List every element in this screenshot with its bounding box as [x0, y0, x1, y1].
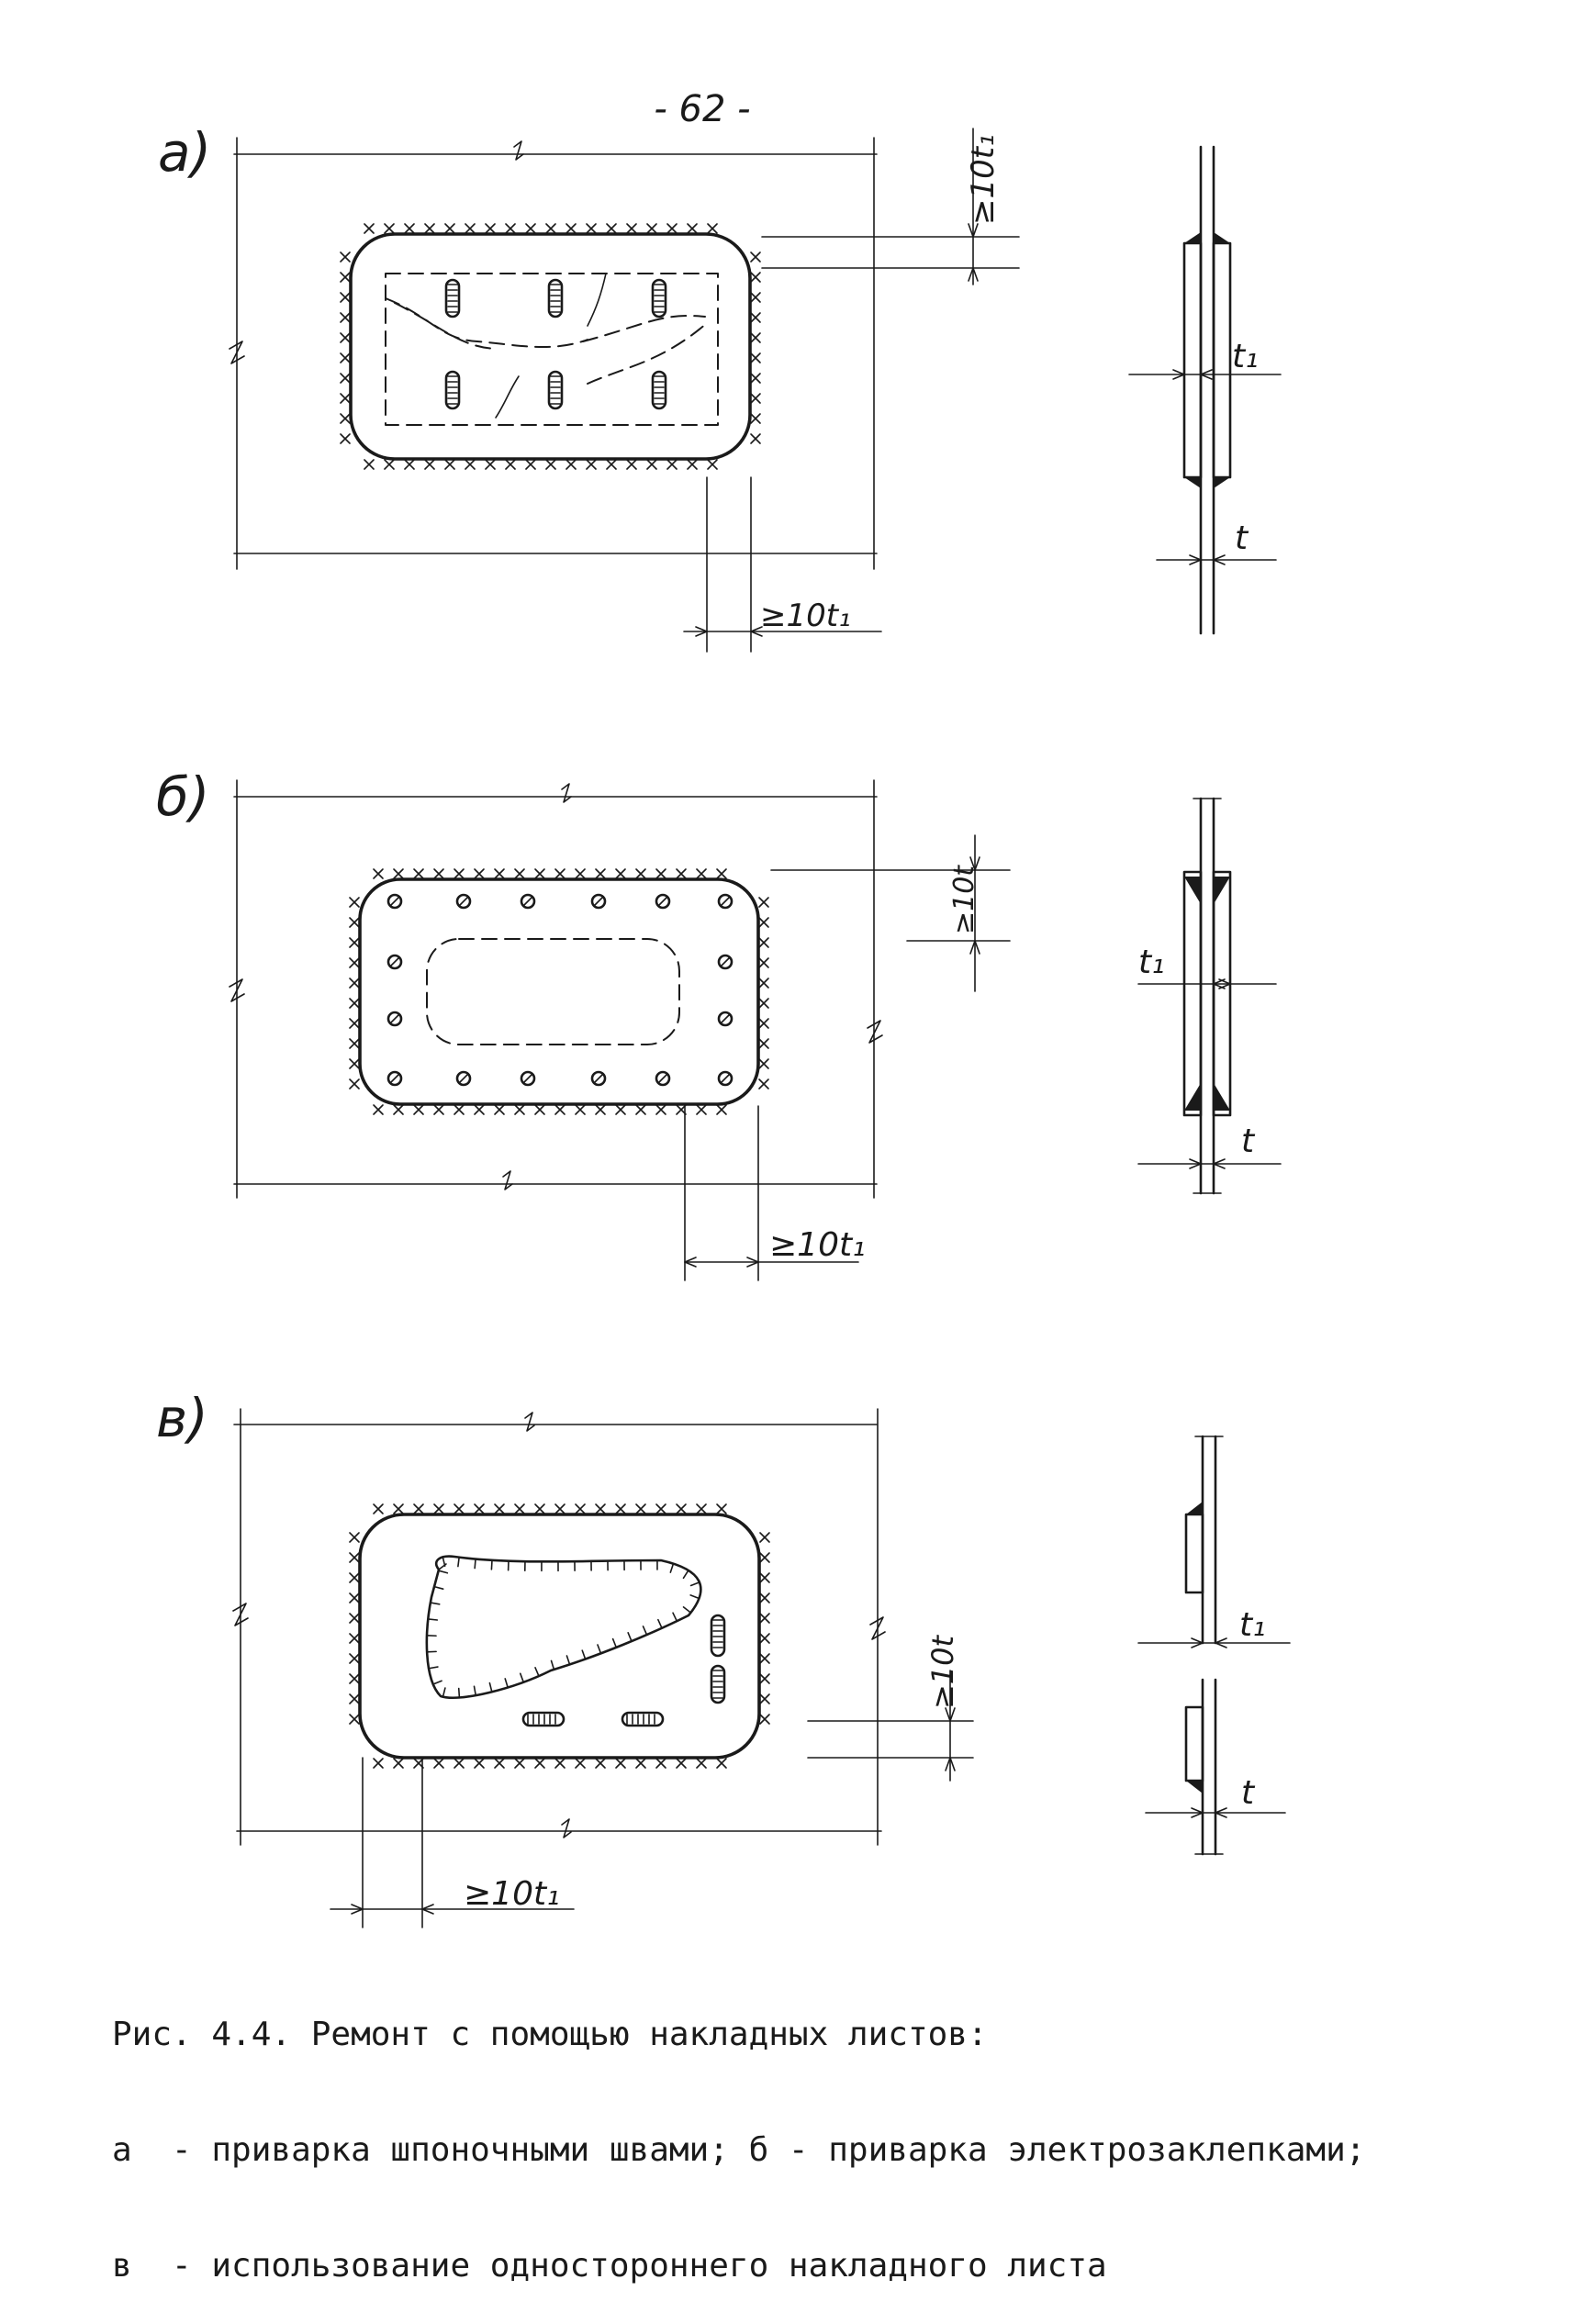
panel-a-label: а) [158, 121, 211, 184]
panel-v-section-t1: t₁ [1239, 1606, 1266, 1644]
panel-b-label: б) [156, 765, 209, 828]
panel-a-section-view [1129, 147, 1281, 633]
panel-a-dim-top-text: ≥10t₁ [965, 134, 1002, 225]
panel-b-fillet-weld-marks [350, 869, 768, 1114]
panel-v-base-sheet [233, 1409, 885, 1845]
panel-a-base-sheet [230, 138, 877, 569]
panel-b-section-t: t [1241, 1123, 1256, 1160]
panel-v-section-view [1138, 1436, 1290, 1854]
caption-title: Рис. 4.4. Ремонт с помощью накладных лис… [112, 2016, 1365, 2054]
panel-b-section-t1: t₁ [1138, 944, 1165, 981]
panel-a: а) [158, 121, 1281, 652]
panel-a-section-t1: t₁ [1232, 338, 1259, 375]
panel-v-seal-weld [427, 1557, 701, 1698]
panel-v-dim-bottom-text: ≥10t₁ [464, 1875, 560, 1913]
caption-line-a: а - приварка шпоночными швами; б - прива… [112, 2131, 1365, 2170]
figure-drawing: - 62 - а) [0, 0, 1579, 2271]
panel-v-patch-plate [360, 1514, 759, 1758]
panel-v-fillet-weld-marks [350, 1504, 769, 1768]
panel-b: б) ≥10t ≥10 [156, 765, 1281, 1280]
panel-v-label: в) [156, 1387, 208, 1449]
panel-a-plug-welds [446, 280, 666, 408]
panel-a-dim-bottom-text: ≥10t₁ [760, 598, 851, 634]
panel-b-section-view [1138, 799, 1281, 1193]
panel-b-defect-zone [427, 939, 679, 1045]
caption-line-v: в - использование одностороннего накладн… [112, 2247, 1365, 2285]
panel-b-dim-bottom-text: ≥10t₁ [769, 1226, 866, 1264]
page-number: - 62 - [654, 88, 750, 130]
panel-a-section-t: t [1235, 520, 1249, 557]
panel-v-section-t: t [1241, 1774, 1256, 1812]
panel-b-base-sheet [230, 780, 882, 1198]
figure-caption: Рис. 4.4. Ремонт с помощью накладных лис… [112, 1939, 1365, 2324]
panel-v-dim-top-text: ≥10t [925, 1634, 960, 1709]
panel-b-patch-plate [360, 879, 758, 1104]
panel-v: в) ≥10t [156, 1387, 1290, 1927]
panel-b-dim-top-text: ≥10t [948, 865, 980, 934]
